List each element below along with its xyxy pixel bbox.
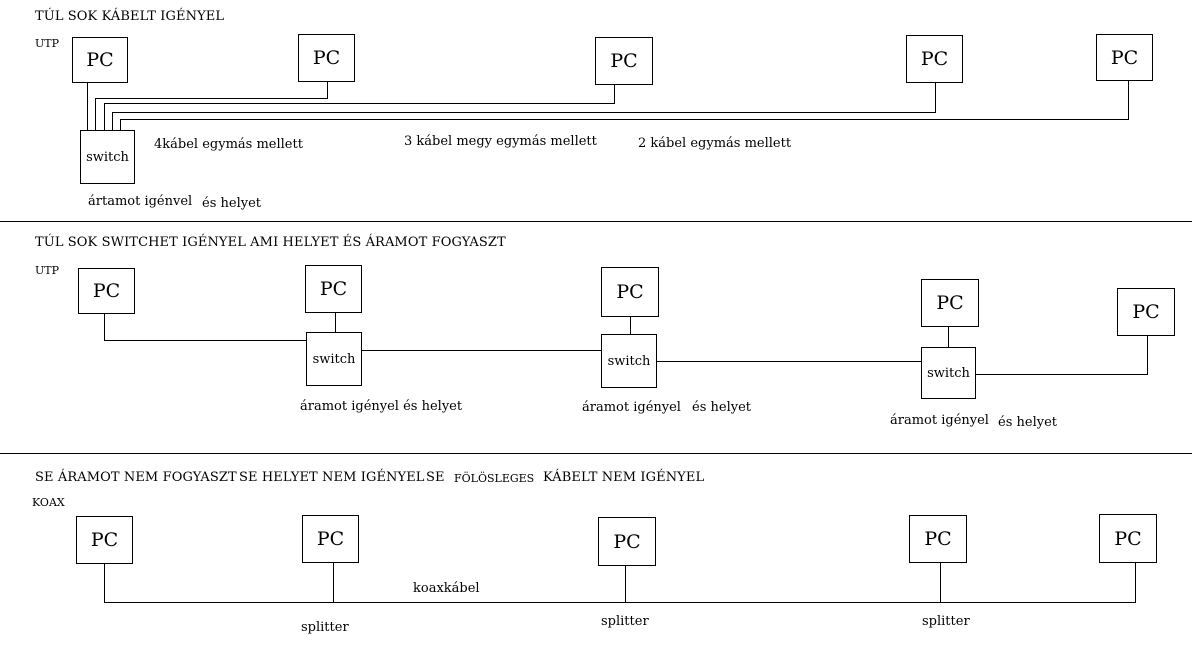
pc-label: PC: [319, 278, 348, 300]
pc-label: PC: [1132, 301, 1160, 323]
section1-title: TÚL SOK KÁBELT IGÉNYEL: [35, 9, 225, 24]
section2-pc-2: PC: [305, 265, 362, 313]
section3-pc-2: PC: [302, 515, 359, 563]
section2-note-2-space: és helyet: [692, 400, 751, 415]
section1-medium-label: UTP: [35, 37, 60, 50]
section1-pc-2: PC: [298, 34, 355, 82]
splitter-label-2: splitter: [601, 614, 649, 629]
pc-label: PC: [1110, 46, 1139, 69]
section1-switch: switch: [80, 130, 135, 184]
pc-label: PC: [610, 50, 638, 72]
splitter-label-1: splitter: [301, 620, 349, 635]
section1-note-power: ártamot igénvel: [88, 194, 193, 209]
coax-cable-label: koaxkábel: [413, 581, 480, 596]
section3-medium-label: KOAX: [32, 496, 65, 509]
cable-pc4-switch: [112, 82, 936, 131]
section2-title: TÚL SOK SWITCHET IGÉNYEL AMI HELYET ÉS Á…: [35, 235, 506, 250]
switch-label: switch: [927, 365, 970, 381]
section3-title-part4: FÖLÖSLEGES: [454, 472, 535, 485]
section1-pc-1: PC: [72, 37, 128, 83]
cable-pc1-switch1: [104, 314, 306, 341]
section2-note-2-power: áramot igényel: [582, 400, 681, 415]
section3-title-part5: KÁBELT NEM IGÉNYEL: [543, 470, 705, 485]
pc-label: PC: [920, 48, 949, 70]
section3-pc-1: PC: [76, 516, 133, 564]
cable-pc2-switch: [95, 82, 328, 131]
section3-pc-4: PC: [909, 515, 967, 563]
switch-label: switch: [312, 351, 356, 367]
section2-switch-3: switch: [921, 347, 976, 399]
section2-pc-5: PC: [1117, 288, 1175, 336]
pc-label: PC: [90, 529, 119, 551]
splitter-label-3: splitter: [922, 614, 970, 629]
section1-note-four-cables: 4kábel egymás mellett: [154, 137, 303, 152]
section2-note-3-space: és helyet: [998, 415, 1057, 430]
cable-pc3-switch: [104, 84, 615, 131]
switch-label: switch: [607, 353, 651, 369]
section1-pc-4: PC: [906, 35, 963, 83]
pc-label: PC: [316, 528, 345, 550]
pc-label: PC: [86, 49, 114, 71]
pc-label: PC: [92, 280, 121, 302]
section2-medium-label: UTP: [35, 264, 60, 277]
section2-pc-3: PC: [601, 267, 659, 317]
pc-label: PC: [1114, 527, 1142, 550]
section3-pc-5: PC: [1099, 514, 1157, 563]
section2-note-3-power: áramot igényel: [890, 413, 989, 428]
pc-label: PC: [936, 292, 964, 314]
pc-label: PC: [613, 530, 641, 553]
section2-note-1: áramot igényel és helyet: [300, 399, 463, 414]
section1-pc-3: PC: [595, 37, 653, 85]
section2-pc-1: PC: [78, 268, 135, 314]
section1-pc-5: PC: [1096, 34, 1153, 81]
switch-label: switch: [86, 149, 129, 165]
section1-note-space: és helyet: [202, 196, 261, 211]
section3-pc-3: PC: [598, 517, 656, 566]
cable-pc5-switch: [120, 80, 1129, 131]
section2-switch-1: switch: [306, 332, 362, 386]
section2-pc-4: PC: [921, 279, 979, 327]
section2-switch-2: switch: [601, 334, 657, 388]
pc-label: PC: [616, 281, 644, 303]
pc-label: PC: [312, 47, 341, 69]
section1-note-two-cables: 2 kábel egymás mellett: [638, 136, 792, 151]
section3-title-part1: SE ÁRAMOT NEM FOGYASZT: [35, 470, 237, 485]
section3-title-part3: SE: [426, 470, 445, 485]
pc-label: PC: [924, 528, 952, 550]
cable-switch3-pc5: [976, 336, 1148, 375]
section3-title-part2: SE HELYET NEM IGÉNYEL: [239, 470, 425, 485]
section1-note-three-cables: 3 kábel megy egymás mellett: [404, 134, 597, 149]
